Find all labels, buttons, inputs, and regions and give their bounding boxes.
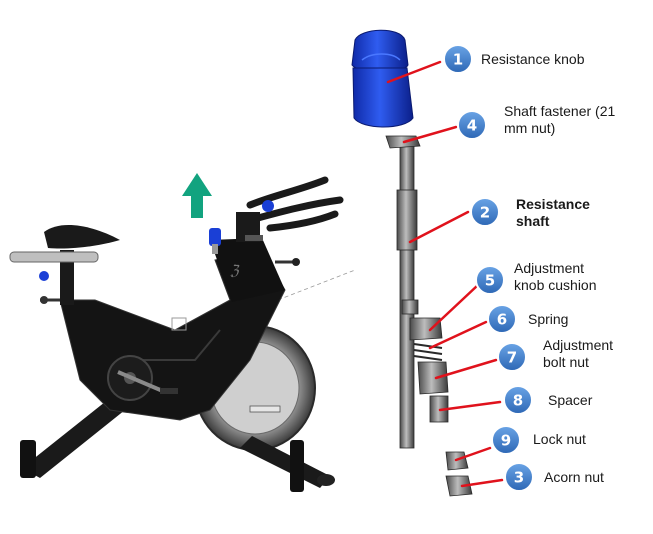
front-stabilizer xyxy=(240,436,330,488)
adjustment-bolt-nut xyxy=(417,361,449,395)
leader-lines xyxy=(386,60,504,488)
adjustment-knob-cushion xyxy=(409,317,443,341)
label-lock-nut: Lock nut xyxy=(533,431,586,447)
svg-text:ℨ: ℨ xyxy=(230,263,240,279)
badge-1: 1 xyxy=(443,44,473,74)
leader-line-9 xyxy=(454,446,492,462)
badge-8: 8 xyxy=(503,385,533,415)
badge-5: 5 xyxy=(475,265,505,295)
leader-line-1 xyxy=(386,60,442,84)
label-resistance-knob: Resistance knob xyxy=(481,51,585,67)
badge-3: 3 xyxy=(504,462,534,492)
badge-2: 2 xyxy=(470,197,500,227)
svg-text:6: 6 xyxy=(497,311,507,329)
callout-badges: 1 4 2 5 6 7 8 9 3 xyxy=(443,44,534,492)
leader-line-5 xyxy=(428,283,480,332)
label-spring: Spring xyxy=(528,311,569,327)
leader-line-4 xyxy=(402,125,458,144)
handlebars xyxy=(246,176,344,232)
leader-line-2 xyxy=(408,210,470,244)
seat-post xyxy=(60,250,74,305)
acorn-nut xyxy=(445,475,473,497)
label-resistance-shaft: Resistance shaft xyxy=(516,196,590,229)
rear-stabilizer xyxy=(22,398,125,478)
rear-foot xyxy=(20,440,36,478)
label-acorn-nut: Acorn nut xyxy=(544,469,604,485)
svg-text:2: 2 xyxy=(480,204,490,222)
exploded-parts xyxy=(351,29,473,497)
label-adjustment-knob-cushion: Adjustment knob cushion xyxy=(514,260,597,293)
lock-nut xyxy=(445,451,469,471)
resistance-shaft xyxy=(399,137,415,449)
svg-text:5: 5 xyxy=(485,272,495,290)
badge-7: 7 xyxy=(497,342,527,372)
head-tube xyxy=(210,238,285,302)
handlebar-knob-icon xyxy=(262,200,274,212)
transport-wheel xyxy=(317,474,335,486)
leader-line-7 xyxy=(434,358,498,380)
badge-4: 4 xyxy=(457,110,487,140)
badge-6: 6 xyxy=(487,304,517,334)
label-adjustment-bolt-nut: Adjustment bolt nut xyxy=(543,337,614,370)
seat-adjust-knob-icon xyxy=(39,271,49,281)
spin-bike: ℨ xyxy=(9,173,356,492)
svg-text:9: 9 xyxy=(501,432,511,450)
saddle xyxy=(44,225,120,249)
badge-9: 9 xyxy=(491,425,521,455)
svg-text:8: 8 xyxy=(513,392,523,410)
leader-line-6 xyxy=(428,320,488,350)
leader-line-8 xyxy=(438,400,502,412)
label-spacer: Spacer xyxy=(548,392,593,408)
leader-line-3 xyxy=(460,478,504,488)
svg-text:1: 1 xyxy=(453,51,463,69)
bike-resistance-knob xyxy=(209,228,221,246)
svg-text:4: 4 xyxy=(467,117,477,135)
svg-text:3: 3 xyxy=(514,469,524,487)
label-shaft-fastener: Shaft fastener (21 mm nut) xyxy=(504,103,616,136)
up-arrow-icon xyxy=(182,173,212,218)
resistance-knob xyxy=(351,29,414,128)
svg-text:7: 7 xyxy=(507,349,517,367)
spring xyxy=(413,343,443,361)
front-foot xyxy=(290,440,304,492)
seat-slider xyxy=(9,251,99,263)
